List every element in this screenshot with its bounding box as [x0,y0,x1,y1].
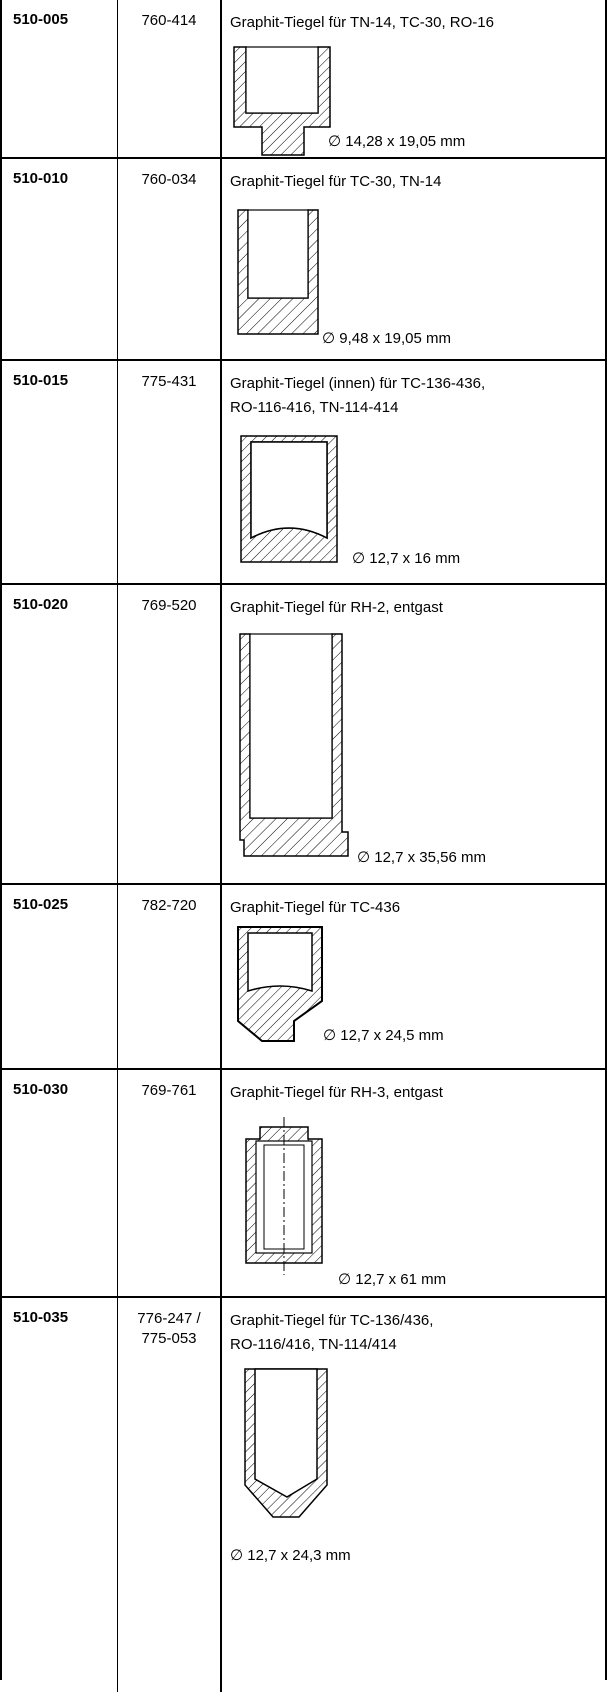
table-row: 510-025 782-720 Graphit-Tiegel für TC-43… [0,885,607,1070]
table-row: 510-035 776-247 /775-053 Graphit-Tiegel … [0,1298,607,1692]
table-row: 510-020 769-520 Graphit-Tiegel für RH-2,… [0,585,607,885]
description-line: RO-116-416, TN-114-414 [230,399,399,416]
description-line: Graphit-Tiegel für TC-436 [230,899,401,916]
crucible-drawing [237,209,319,335]
description-cell: Graphit-Tiegel für TC-30, TN-14 [222,159,607,359]
table-left-border [0,0,2,1680]
dimension-label: ∅ 9,48 x 19,05 mm [322,330,451,347]
part-number: 776-247 /775-053 [118,1298,222,1692]
crucible-drawing [237,926,323,1042]
crucible-drawing [233,46,331,156]
description-cell: Graphit-Tiegel für TN-14, TC-30, RO-16 [222,0,607,157]
table-row: 510-005 760-414 Graphit-Tiegel für TN-14… [0,0,607,159]
description-line: Graphit-Tiegel für RH-3, entgast [230,1084,443,1101]
dimension-label: ∅ 12,7 x 61 mm [338,1271,447,1288]
crucible-drawing [239,633,349,857]
part-number: 769-761 [118,1070,222,1296]
dimension-label: ∅ 12,7 x 24,5 mm [323,1027,444,1044]
article-number: 510-015 [0,361,118,583]
dimension-label: ∅ 12,7 x 24,3 mm [230,1547,351,1564]
part-number: 782-720 [118,885,222,1068]
part-number: 769-520 [118,585,222,883]
article-number: 510-035 [0,1298,118,1692]
article-number: 510-030 [0,1070,118,1296]
article-number: 510-025 [0,885,118,1068]
table-row: 510-015 775-431 Graphit-Tiegel (innen) f… [0,361,607,585]
crucible-drawing [245,1117,323,1275]
description-cell: Graphit-Tiegel (innen) für TC-136-436, R… [222,361,607,583]
crucible-drawing [244,1368,328,1518]
table-row: 510-010 760-034 Graphit-Tiegel für TC-30… [0,159,607,361]
article-number: 510-005 [0,0,118,157]
part-number: 760-034 [118,159,222,359]
description-line: Graphit-Tiegel für TC-136/436, [230,1312,434,1329]
table-right-border [605,0,607,1680]
description-cell: Graphit-Tiegel für RH-3, entgast [222,1070,607,1296]
description-cell: Graphit-Tiegel für TC-136/436, RO-116/41… [222,1298,607,1692]
description-line: Graphit-Tiegel für TN-14, TC-30, RO-16 [230,14,494,31]
dimension-label: ∅ 14,28 x 19,05 mm [328,133,466,150]
article-number: 510-020 [0,585,118,883]
part-number: 775-431 [118,361,222,583]
description-line: RO-116/416, TN-114/414 [230,1336,397,1353]
description-line: Graphit-Tiegel (innen) für TC-136-436, [230,375,486,392]
dimension-label: ∅ 12,7 x 35,56 mm [357,849,486,866]
dimension-label: ∅ 12,7 x 16 mm [352,550,461,567]
description-cell: Graphit-Tiegel für TC-436 [222,885,607,1068]
table-row: 510-030 769-761 Graphit-Tiegel für RH-3,… [0,1070,607,1298]
description-line: Graphit-Tiegel für TC-30, TN-14 [230,173,442,190]
description-line: Graphit-Tiegel für RH-2, entgast [230,599,443,616]
part-number: 760-414 [118,0,222,157]
crucible-drawing [240,435,338,563]
description-cell: Graphit-Tiegel für RH-2, entgast [222,585,607,883]
article-number: 510-010 [0,159,118,359]
